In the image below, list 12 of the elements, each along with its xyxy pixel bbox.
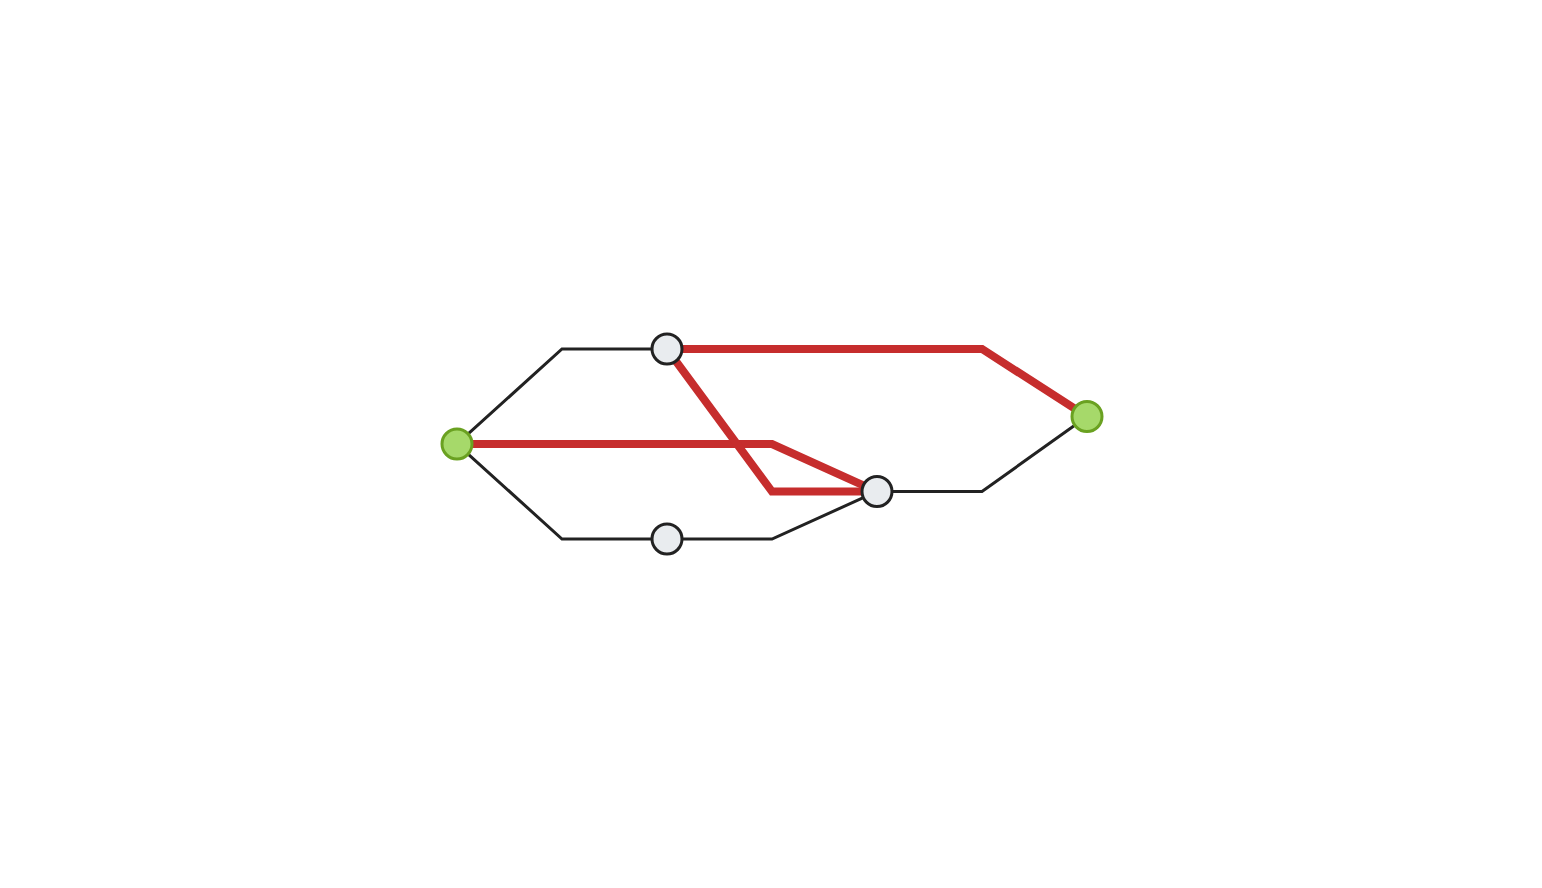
connector (891, 424, 1075, 493)
node-circle (649, 332, 683, 366)
node-circle (439, 427, 473, 461)
connector (681, 496, 863, 541)
connector (466, 452, 651, 541)
connector (466, 347, 651, 436)
node-circle (649, 522, 683, 556)
connector (671, 358, 861, 496)
connector (681, 345, 1076, 412)
node-circle (859, 475, 893, 508)
node-circle (1069, 400, 1103, 433)
connector (471, 440, 864, 489)
